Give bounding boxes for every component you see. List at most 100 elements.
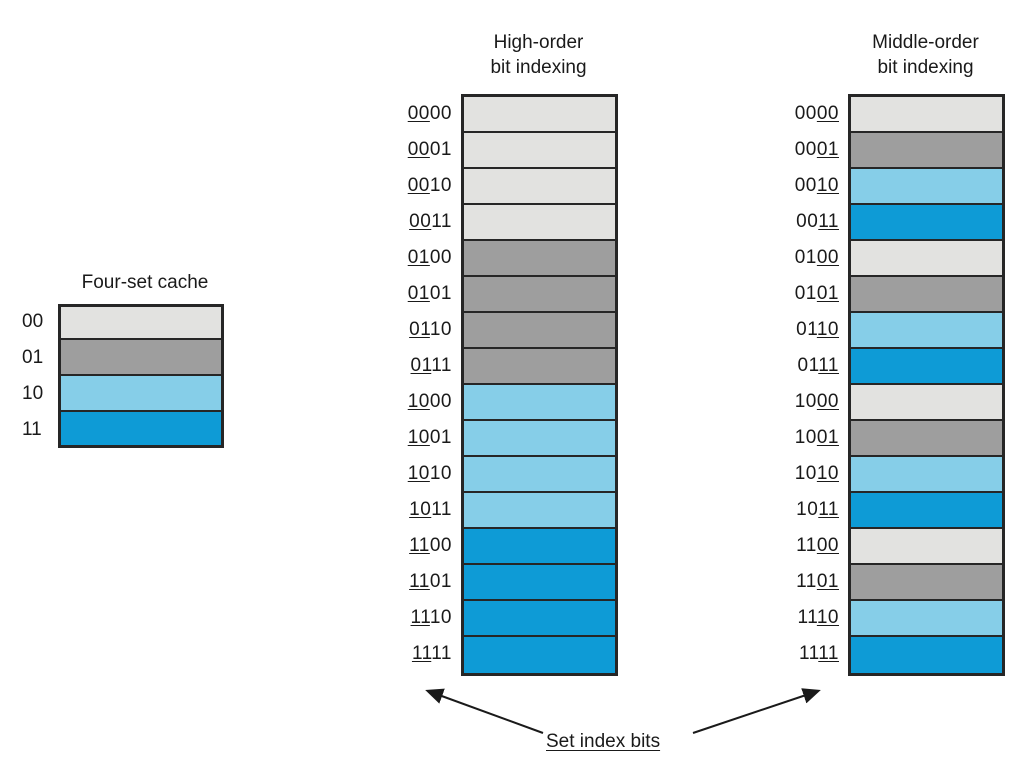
memory-block-row: 0010: [795, 169, 1002, 205]
memory-block-row: 1010: [408, 457, 615, 493]
set-index-bits-underlined: 10: [409, 499, 432, 520]
set-index-bits-underlined: 01: [816, 571, 839, 592]
memory-block-address-label: 1101: [796, 571, 839, 592]
column-middle-order-title: Middle-order bit indexing: [846, 30, 1005, 80]
column-high-order-title-line1: High-order: [493, 32, 584, 53]
set-index-bits-underlined: 11: [818, 499, 839, 520]
memory-block-row: 0011: [796, 205, 1002, 241]
memory-block-address-label: 0000: [794, 103, 839, 124]
memory-block-address-label: 1111: [411, 643, 452, 664]
set-index-bits-underlined: 10: [407, 427, 430, 448]
set-index-bits-underlined: 00: [816, 247, 839, 268]
set-index-bits-underlined: 01: [816, 283, 839, 304]
set-index-bits-underlined: 10: [816, 175, 839, 196]
memory-block-row: 0100: [795, 241, 1002, 277]
memory-block-address-label: 0110: [796, 319, 839, 340]
memory-block-row: 1111: [412, 637, 615, 673]
arrow-to-middle-order: [692, 688, 821, 734]
set-index-bits-underlined: 00: [816, 391, 839, 412]
set-index-bits-underlined: 00: [409, 211, 432, 232]
legend-row-swatch: [58, 376, 224, 412]
set-index-bits-underlined: 00: [816, 535, 839, 556]
memory-block-row: 0111: [411, 349, 615, 385]
set-index-bits-label: Set index bits: [546, 731, 661, 752]
memory-block-row: 0100: [408, 241, 615, 277]
legend-title: Four-set cache: [81, 272, 209, 293]
set-index-bits-underlined: 10: [407, 463, 430, 484]
memory-block-row: 1101: [409, 565, 615, 601]
memory-block-address-label: 0100: [794, 247, 839, 268]
set-index-bits-underlined: 01: [407, 283, 430, 304]
set-index-bits-underlined: 11: [409, 571, 430, 592]
memory-block-address-label: 1001: [407, 427, 452, 448]
memory-block-address-label: 1010: [794, 463, 839, 484]
memory-block-row: 1101: [796, 565, 1002, 601]
legend-row: 11: [22, 412, 232, 448]
memory-block-address-label: 0011: [409, 211, 452, 232]
legend-row-label: 00: [22, 311, 44, 332]
memory-block-address-label: 1110: [410, 607, 452, 628]
set-index-bits-underlined: 11: [818, 643, 839, 664]
memory-block-address-label: 0010: [794, 175, 839, 196]
column-high-order-title: High-order bit indexing: [459, 30, 618, 80]
set-index-bits-underlined: 11: [818, 211, 839, 232]
arrow-to-high-order: [425, 688, 544, 734]
memory-block-address-label: 1100: [409, 535, 452, 556]
legend-row: 01: [22, 340, 232, 376]
memory-block-row: 1111: [799, 637, 1002, 673]
set-index-bits-underlined: 10: [407, 391, 430, 412]
legend-row-swatch: [58, 412, 224, 448]
memory-block-address-label: 1110: [797, 607, 839, 628]
memory-block-address-label: 1010: [407, 463, 452, 484]
memory-block-address-label: 1000: [794, 391, 839, 412]
memory-block-row: 0001: [408, 133, 615, 169]
memory-block-row: 0011: [409, 205, 615, 241]
set-index-bits-underlined: 00: [816, 103, 839, 124]
set-index-bits-underlined: 00: [407, 139, 430, 160]
memory-block-row: 0111: [798, 349, 1002, 385]
memory-block-row: 1001: [795, 421, 1002, 457]
set-index-bits-underlined: 10: [816, 463, 839, 484]
memory-block-address-label: 0000: [407, 103, 452, 124]
set-index-bits-underlined: 01: [407, 247, 430, 268]
legend-row: 10: [22, 376, 232, 412]
memory-block-address-label: 1011: [796, 499, 839, 520]
memory-block-address-label: 1100: [796, 535, 839, 556]
memory-block-row: 1000: [408, 385, 615, 421]
legend-row-swatch: [58, 340, 224, 376]
memory-block-row: 0110: [796, 313, 1002, 349]
set-index-bits-underlined: 00: [407, 175, 430, 196]
set-index-bits-underlined: 01: [409, 319, 430, 340]
set-index-bits-underlined: 10: [816, 607, 839, 628]
memory-block-row: 0001: [795, 133, 1002, 169]
memory-block-row: 0010: [408, 169, 615, 205]
memory-block-address-label: 1101: [409, 571, 452, 592]
memory-block-row: 1011: [409, 493, 615, 529]
memory-block-row: 1010: [795, 457, 1002, 493]
memory-block-address-label: 0111: [410, 355, 452, 376]
set-index-bits-underlined: 10: [816, 319, 839, 340]
memory-block-address-label: 0001: [407, 139, 452, 160]
memory-block-row: 1100: [796, 529, 1002, 565]
memory-block-row: 1110: [411, 601, 615, 637]
legend-row-swatch: [58, 304, 224, 340]
memory-block-address-label: 0111: [797, 355, 839, 376]
set-index-bits-underlined: 01: [816, 427, 839, 448]
memory-block-address-label: 0110: [409, 319, 452, 340]
legend-row-label: 11: [22, 419, 42, 440]
memory-block-address-label: 1001: [794, 427, 839, 448]
set-index-bits-underlined: 11: [818, 355, 839, 376]
memory-block-address-label: 1111: [798, 643, 839, 664]
set-index-bits-underlined: 11: [410, 607, 430, 628]
set-index-bits-underlined: 01: [816, 139, 839, 160]
memory-block-row: 1011: [796, 493, 1002, 529]
memory-block-row: 0000: [408, 97, 615, 133]
memory-block-row: 0101: [408, 277, 615, 313]
memory-block-address-label: 1011: [409, 499, 452, 520]
memory-block-row: 0110: [409, 313, 615, 349]
column-high-order-title-line2: bit indexing: [490, 57, 587, 78]
